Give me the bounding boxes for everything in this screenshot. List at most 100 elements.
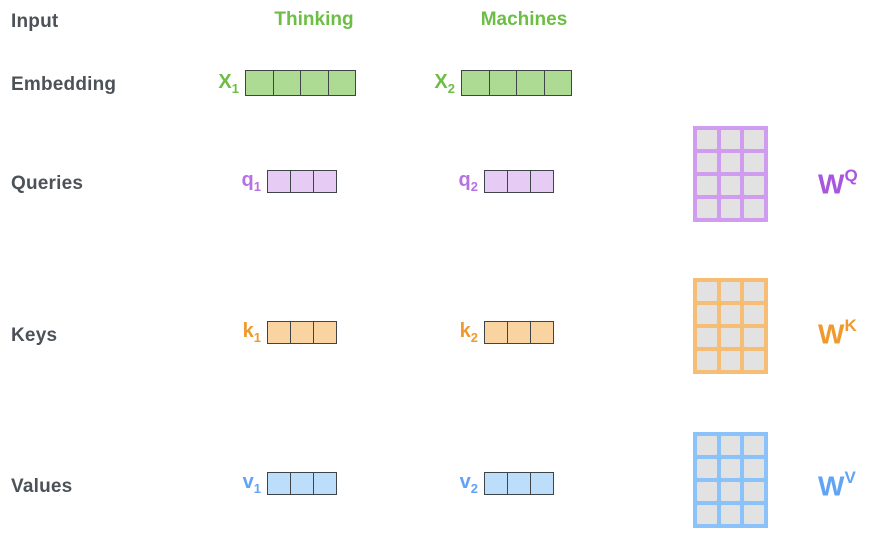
label-base: X	[434, 70, 448, 93]
label-subscript: 2	[470, 330, 478, 345]
query-vector-q1: q1	[221, 170, 337, 193]
matrix-cell	[720, 153, 741, 172]
matrix-cell	[697, 505, 717, 524]
matrix-cell	[744, 328, 764, 347]
vector-cell	[485, 473, 507, 494]
embedding-vector-x1: X1	[199, 70, 356, 96]
vector-cell	[272, 71, 300, 95]
label-base: v	[459, 471, 471, 493]
vector-cell	[268, 171, 290, 192]
matrix-cell	[744, 305, 764, 324]
matrix-cell	[697, 436, 717, 455]
vector-cell	[313, 473, 336, 494]
key-vector-k2: k2	[438, 321, 554, 344]
key-vector-k1: k1	[221, 321, 337, 344]
matrix-cell	[697, 482, 717, 501]
vector-cell	[268, 473, 290, 494]
vector-cell	[290, 322, 313, 343]
vector-cell	[507, 322, 530, 343]
wq-matrix	[693, 126, 768, 222]
vector-label-k1: k1	[221, 321, 261, 344]
x1-cells	[245, 70, 356, 96]
matrix-cell	[720, 130, 741, 149]
vector-cell	[462, 71, 489, 95]
matrix-cell	[697, 351, 717, 370]
label-superscript: K	[844, 316, 857, 335]
vector-cell	[313, 322, 336, 343]
matrix-cell	[697, 328, 717, 347]
matrix-cell	[697, 176, 717, 195]
vector-cell	[300, 71, 328, 95]
vector-cell	[290, 171, 313, 192]
matrix-cell	[720, 436, 741, 455]
k1-cells	[267, 321, 337, 344]
matrix-cell	[720, 482, 741, 501]
matrix-cell	[744, 482, 764, 501]
matrix-cell	[720, 199, 741, 218]
word-machines: Machines	[480, 9, 568, 30]
matrix-cell	[697, 305, 717, 324]
label-subscript: 2	[470, 481, 478, 496]
matrix-cell	[744, 153, 764, 172]
matrix-cell	[744, 199, 764, 218]
vector-cell	[268, 322, 290, 343]
matrix-cell	[697, 199, 717, 218]
matrix-cell	[720, 328, 741, 347]
matrix-cell	[744, 505, 764, 524]
label-superscript: Q	[844, 166, 858, 185]
label-base: v	[242, 471, 254, 493]
vector-cell	[290, 473, 313, 494]
matrix-cell	[720, 282, 741, 301]
matrix-cell	[697, 153, 717, 172]
matrix-cell	[720, 505, 741, 524]
matrix-cell	[744, 282, 764, 301]
label-subscript: 2	[470, 179, 478, 194]
vector-cell	[488, 71, 516, 95]
label-subscript: 2	[447, 80, 455, 96]
matrix-cell	[720, 351, 741, 370]
vector-label-x1: X1	[199, 72, 239, 95]
v1-cells	[267, 472, 337, 495]
vector-cell	[530, 322, 553, 343]
vector-cell	[507, 171, 530, 192]
vector-cell	[485, 171, 507, 192]
vector-cell	[530, 171, 553, 192]
row-label-values: Values	[11, 476, 73, 497]
vector-cell	[485, 322, 507, 343]
q2-cells	[484, 170, 554, 193]
vector-cell	[246, 71, 273, 95]
wq-label: WQ	[818, 166, 858, 200]
value-vector-v2: v2	[438, 472, 554, 495]
wk-matrix	[693, 278, 768, 374]
label-base: q	[458, 169, 471, 191]
k2-cells	[484, 321, 554, 344]
label-base: W	[818, 168, 845, 200]
label-subscript: 1	[253, 481, 261, 496]
matrix-cell	[744, 351, 764, 370]
label-base: W	[818, 470, 845, 502]
matrix-cell	[744, 436, 764, 455]
matrix-cell	[697, 459, 717, 478]
vector-cell	[327, 71, 355, 95]
vector-cell	[507, 473, 530, 494]
value-vector-v1: v1	[221, 472, 337, 495]
vector-label-q1: q1	[221, 170, 261, 193]
label-base: X	[218, 70, 232, 93]
v2-cells	[484, 472, 554, 495]
word-thinking: Thinking	[274, 9, 354, 30]
vector-label-x2: X2	[415, 72, 455, 95]
matrix-cell	[720, 176, 741, 195]
label-base: k	[459, 320, 471, 342]
vector-cell	[530, 473, 553, 494]
x2-cells	[461, 70, 572, 96]
matrix-cell	[744, 176, 764, 195]
label-subscript: 1	[231, 80, 239, 96]
vector-label-v1: v1	[221, 472, 261, 495]
vector-label-k2: k2	[438, 321, 478, 344]
vector-cell	[543, 71, 571, 95]
matrix-cell	[744, 459, 764, 478]
matrix-cell	[697, 130, 717, 149]
row-label-keys: Keys	[11, 325, 58, 346]
embedding-vector-x2: X2	[415, 70, 572, 96]
